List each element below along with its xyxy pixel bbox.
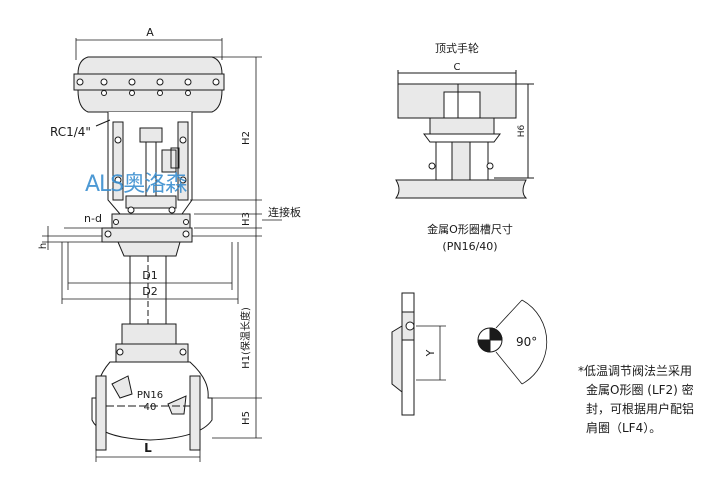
dim-h-label: h xyxy=(38,243,49,249)
top-handwheel-view xyxy=(395,70,534,199)
dim-h1-label: H1(保温长度) xyxy=(239,307,252,369)
angle-label: 90° xyxy=(516,335,537,349)
connect-plate-label: 连接板 xyxy=(268,205,301,219)
oring-title: 金属O形圈槽尺寸 xyxy=(427,222,513,236)
dim-h2-label: H2 xyxy=(241,131,252,145)
note-line: 金属O形圈 (LF2) 密 xyxy=(586,383,694,397)
pressure-bottom-label: 40 xyxy=(144,402,157,413)
actuator-diaphragm xyxy=(73,56,225,113)
watermark: ALS奥洛森 xyxy=(85,172,187,197)
note-line: *低温调节阀法兰采用 xyxy=(578,364,693,378)
top-handwheel-title: 顶式手轮 xyxy=(435,41,479,55)
dim-d2-label: D2 xyxy=(142,285,157,298)
port-label: RC1/4" xyxy=(50,125,91,139)
bonnet xyxy=(101,213,193,363)
dim-a-label: A xyxy=(146,26,154,39)
oring-detail xyxy=(391,292,548,416)
holes-label: n-d xyxy=(84,212,102,225)
yoke xyxy=(107,112,193,215)
dim-d1-label: D1 xyxy=(142,269,157,282)
dim-l-label: L xyxy=(144,441,152,455)
dimension-lines xyxy=(42,38,282,462)
dim-h6-label: H6 xyxy=(517,124,527,137)
valve-body xyxy=(91,361,213,451)
dim-h5-label: H5 xyxy=(241,411,252,425)
oring-pn-label: (PN16/40) xyxy=(442,240,497,253)
note-line: 肩圈（LF4）。 xyxy=(586,421,662,435)
dim-y-label: Y xyxy=(424,349,437,357)
note-line: 封，可根据用户配铝 xyxy=(586,402,695,416)
dim-h3-label: H3 xyxy=(241,212,252,226)
low-temp-note: *低温调节阀法兰采用 金属O形圈 (LF2) 密 封，可根据用户配铝 肩圈（LF… xyxy=(578,362,702,438)
dim-c-label: C xyxy=(454,62,461,73)
pressure-top-label: PN16 xyxy=(137,390,163,401)
